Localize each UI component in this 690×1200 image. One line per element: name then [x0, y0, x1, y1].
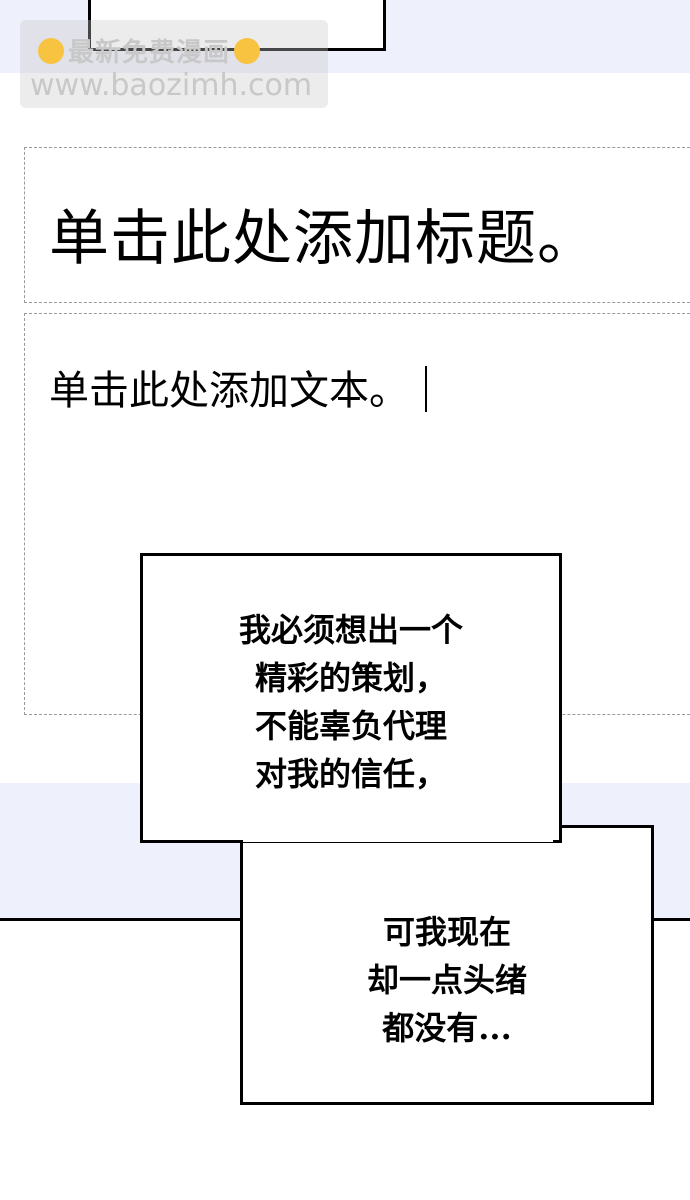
- text-placeholder-text: 单击此处添加文本。: [49, 368, 409, 414]
- bubble-line: 精彩的策划，: [254, 659, 447, 697]
- watermark-title: 最新免费漫画: [34, 32, 264, 69]
- watermark-title-text: 最新免费漫画: [68, 38, 231, 68]
- bubble-line: 不能辜负代理: [254, 707, 447, 745]
- bubble-line: 可我现在: [382, 913, 511, 951]
- title-placeholder-box[interactable]: 单击此处添加标题。: [24, 147, 690, 303]
- pointing-down-hand-icon: [38, 37, 64, 64]
- watermark: 最新免费漫画 www.baozimh.com: [20, 20, 328, 108]
- bubble-line: 都没有...: [382, 1009, 512, 1047]
- bubble-join: [243, 834, 553, 842]
- pointing-down-hand-icon: [234, 37, 261, 64]
- bubble-line: 却一点头绪: [366, 961, 527, 999]
- text-placeholder-line: 单击此处添加文本。: [49, 358, 427, 416]
- speech-bubble-thought-1: 我必须想出一个 精彩的策划， 不能辜负代理 对我的信任，: [140, 553, 562, 843]
- title-placeholder-text: 单击此处添加标题。: [49, 204, 598, 274]
- speech-bubble-thought-2: 可我现在 却一点头绪 都没有...: [240, 825, 654, 1105]
- bubble-line: 我必须想出一个: [238, 611, 463, 649]
- bubble-line: 对我的信任，: [254, 755, 447, 793]
- watermark-url: www.baozimh.com: [30, 68, 313, 103]
- text-cursor: [425, 366, 427, 412]
